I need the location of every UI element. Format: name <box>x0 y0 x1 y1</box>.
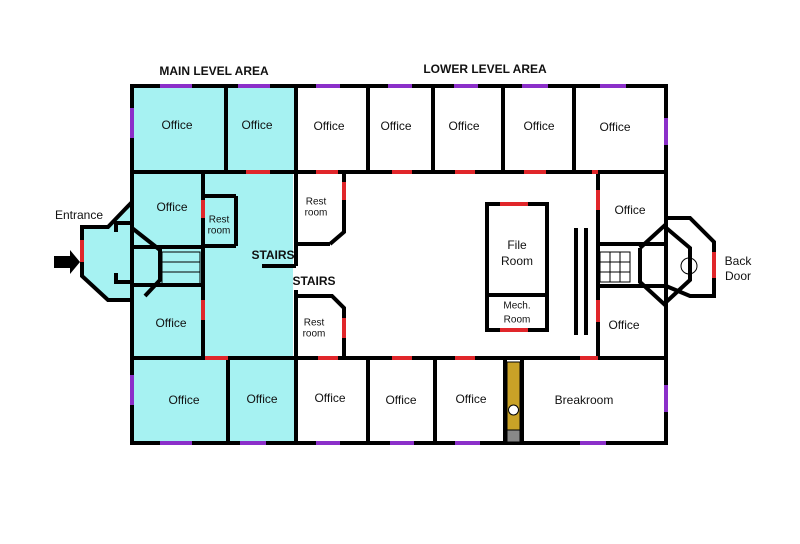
main-level-heading: MAIN LEVEL AREA <box>159 64 269 78</box>
breakroom-label: Breakroom <box>555 393 614 407</box>
doors <box>80 170 716 360</box>
rest-room-main-line2: room <box>208 226 231 237</box>
stairs-lower-label: STAIRS <box>292 274 335 288</box>
entrance-label: Entrance <box>55 208 103 222</box>
office-label-top-6: Office <box>523 119 554 133</box>
mech-room-line2: Room <box>504 315 531 326</box>
office-label-top-4: Office <box>380 119 411 133</box>
rest-room-lower-2-line2: room <box>303 329 326 340</box>
office-label-bottom-1: Office <box>168 393 199 407</box>
file-room-line1: File <box>507 238 527 252</box>
back-door-line2: Door <box>725 269 751 283</box>
office-label-left-1: Office <box>156 200 187 214</box>
corridor-door <box>506 361 521 443</box>
back-door-line1: Back <box>725 254 753 268</box>
office-label-bottom-4: Office <box>385 393 416 407</box>
office-label-top-3: Office <box>313 119 344 133</box>
lower-level-heading: LOWER LEVEL AREA <box>423 62 547 76</box>
office-label-top-7: Office <box>599 120 630 134</box>
office-label-right-2: Office <box>608 318 639 332</box>
office-label-top-5: Office <box>448 119 479 133</box>
mech-room-line1: Mech. <box>503 301 530 312</box>
rest-room-main-line1: Rest <box>209 215 230 226</box>
office-label-bottom-2: Office <box>246 392 277 406</box>
file-room-line2: Room <box>501 254 533 268</box>
arrow-right-icon <box>54 250 80 274</box>
rest-room-lower-1-line1: Rest <box>306 197 327 208</box>
office-label-top-2: Office <box>241 118 272 132</box>
rest-room-lower-2-line1: Rest <box>304 318 325 329</box>
office-label-bottom-5: Office <box>455 392 486 406</box>
back-door-vestibule <box>599 216 716 307</box>
office-label-top-1: Office <box>161 118 192 132</box>
rest-room-lower-1-line2: room <box>305 208 328 219</box>
office-label-left-2: Office <box>155 316 186 330</box>
office-label-bottom-3: Office <box>314 391 345 405</box>
stairs-main-label: STAIRS <box>251 248 294 262</box>
office-label-right-1: Office <box>614 203 645 217</box>
windows <box>130 84 668 445</box>
